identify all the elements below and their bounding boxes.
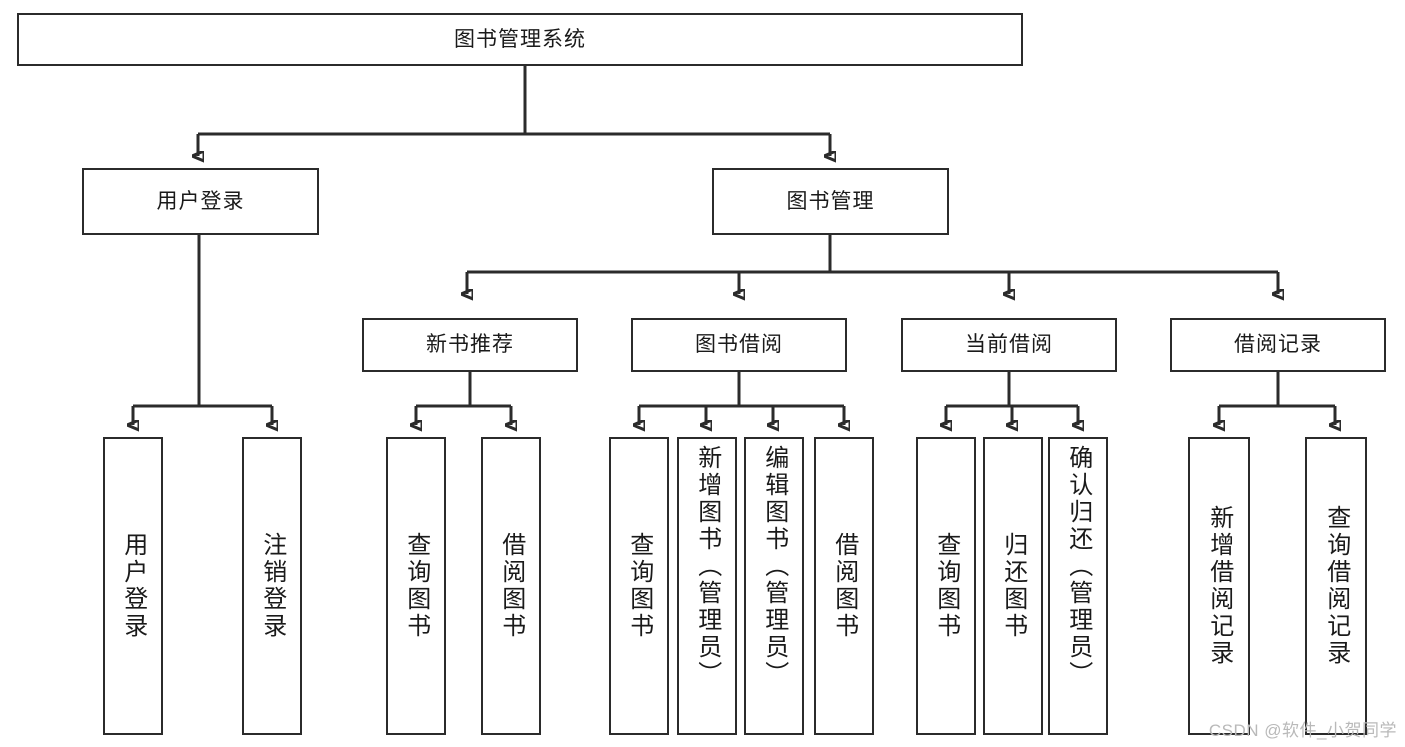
node-leaf-query-book-2[interactable]: 查询图书	[609, 437, 669, 735]
node-leaf-user-login[interactable]: 用户登录	[103, 437, 163, 735]
node-leaf-borrow-book-2[interactable]: 借阅图书	[814, 437, 874, 735]
node-user-login[interactable]: 用户登录	[82, 168, 319, 235]
node-leaf-query-record[interactable]: 查询借阅记录	[1305, 437, 1367, 735]
node-leaf-add-book[interactable]: 新增图书（管理员）	[677, 437, 737, 735]
node-leaf-query-book-3[interactable]: 查询图书	[916, 437, 976, 735]
node-leaf-add-record[interactable]: 新增借阅记录	[1188, 437, 1250, 735]
node-root-system[interactable]: 图书管理系统	[17, 13, 1023, 66]
watermark-text: CSDN @软件_小贺同学	[1208, 721, 1397, 740]
node-leaf-confirm-return[interactable]: 确认归还（管理员）	[1048, 437, 1108, 735]
node-leaf-logout[interactable]: 注销登录	[242, 437, 302, 735]
node-leaf-query-book-1[interactable]: 查询图书	[386, 437, 446, 735]
node-book-borrow[interactable]: 图书借阅	[631, 318, 847, 372]
node-borrow-record[interactable]: 借阅记录	[1170, 318, 1386, 372]
node-new-book-recommend[interactable]: 新书推荐	[362, 318, 578, 372]
node-leaf-borrow-book-1[interactable]: 借阅图书	[481, 437, 541, 735]
node-leaf-edit-book[interactable]: 编辑图书（管理员）	[744, 437, 804, 735]
node-book-manage[interactable]: 图书管理	[712, 168, 949, 235]
node-leaf-return-book[interactable]: 归还图书	[983, 437, 1043, 735]
node-current-borrow[interactable]: 当前借阅	[901, 318, 1117, 372]
